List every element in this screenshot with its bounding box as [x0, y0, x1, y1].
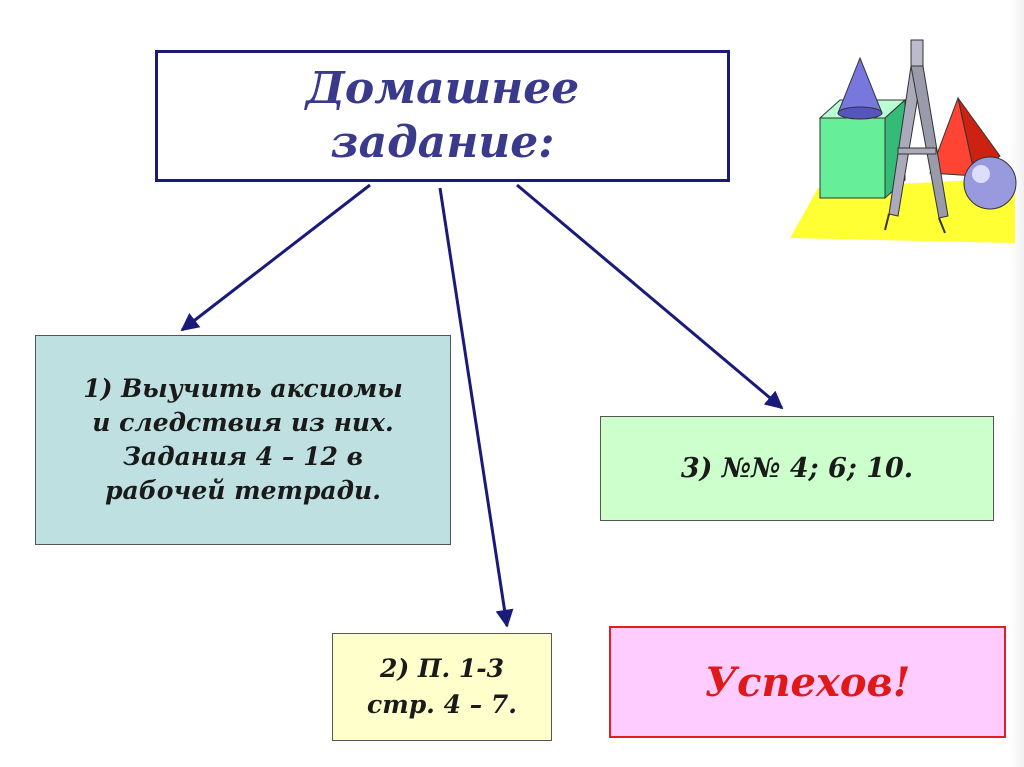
title-line-1: Домашнее	[305, 63, 580, 114]
title-box: Домашнее задание:	[155, 50, 730, 182]
task-1-line-2: и следствия из них.	[92, 408, 394, 437]
title-line-2: задание:	[330, 117, 555, 168]
task-1-box: 1) Выучить аксиомы и следствия из них. З…	[35, 335, 451, 545]
task-1-line-3: Задания 4 – 12 в	[122, 442, 364, 471]
task-1-line-1: 1) Выучить аксиомы	[83, 374, 403, 403]
success-text: Успехов!	[704, 658, 911, 706]
task-3-text: 3) №№ 4; 6; 10.	[680, 453, 914, 484]
success-box: Успехов!	[609, 626, 1006, 738]
task-1-line-4: рабочей тетради.	[105, 476, 381, 505]
task-2-box: 2) П. 1-3 стр. 4 – 7.	[332, 633, 552, 741]
geometry-shapes-compass-icon	[790, 39, 1017, 243]
task-3-box: 3) №№ 4; 6; 10.	[600, 416, 994, 521]
arrow-to-task-3	[516, 183, 784, 410]
arrow-to-task-2	[438, 187, 514, 628]
arrow-to-task-1	[180, 183, 371, 332]
task-2-line-2: стр. 4 – 7.	[367, 690, 517, 719]
task-2-line-1: 2) П. 1-3	[379, 654, 505, 683]
